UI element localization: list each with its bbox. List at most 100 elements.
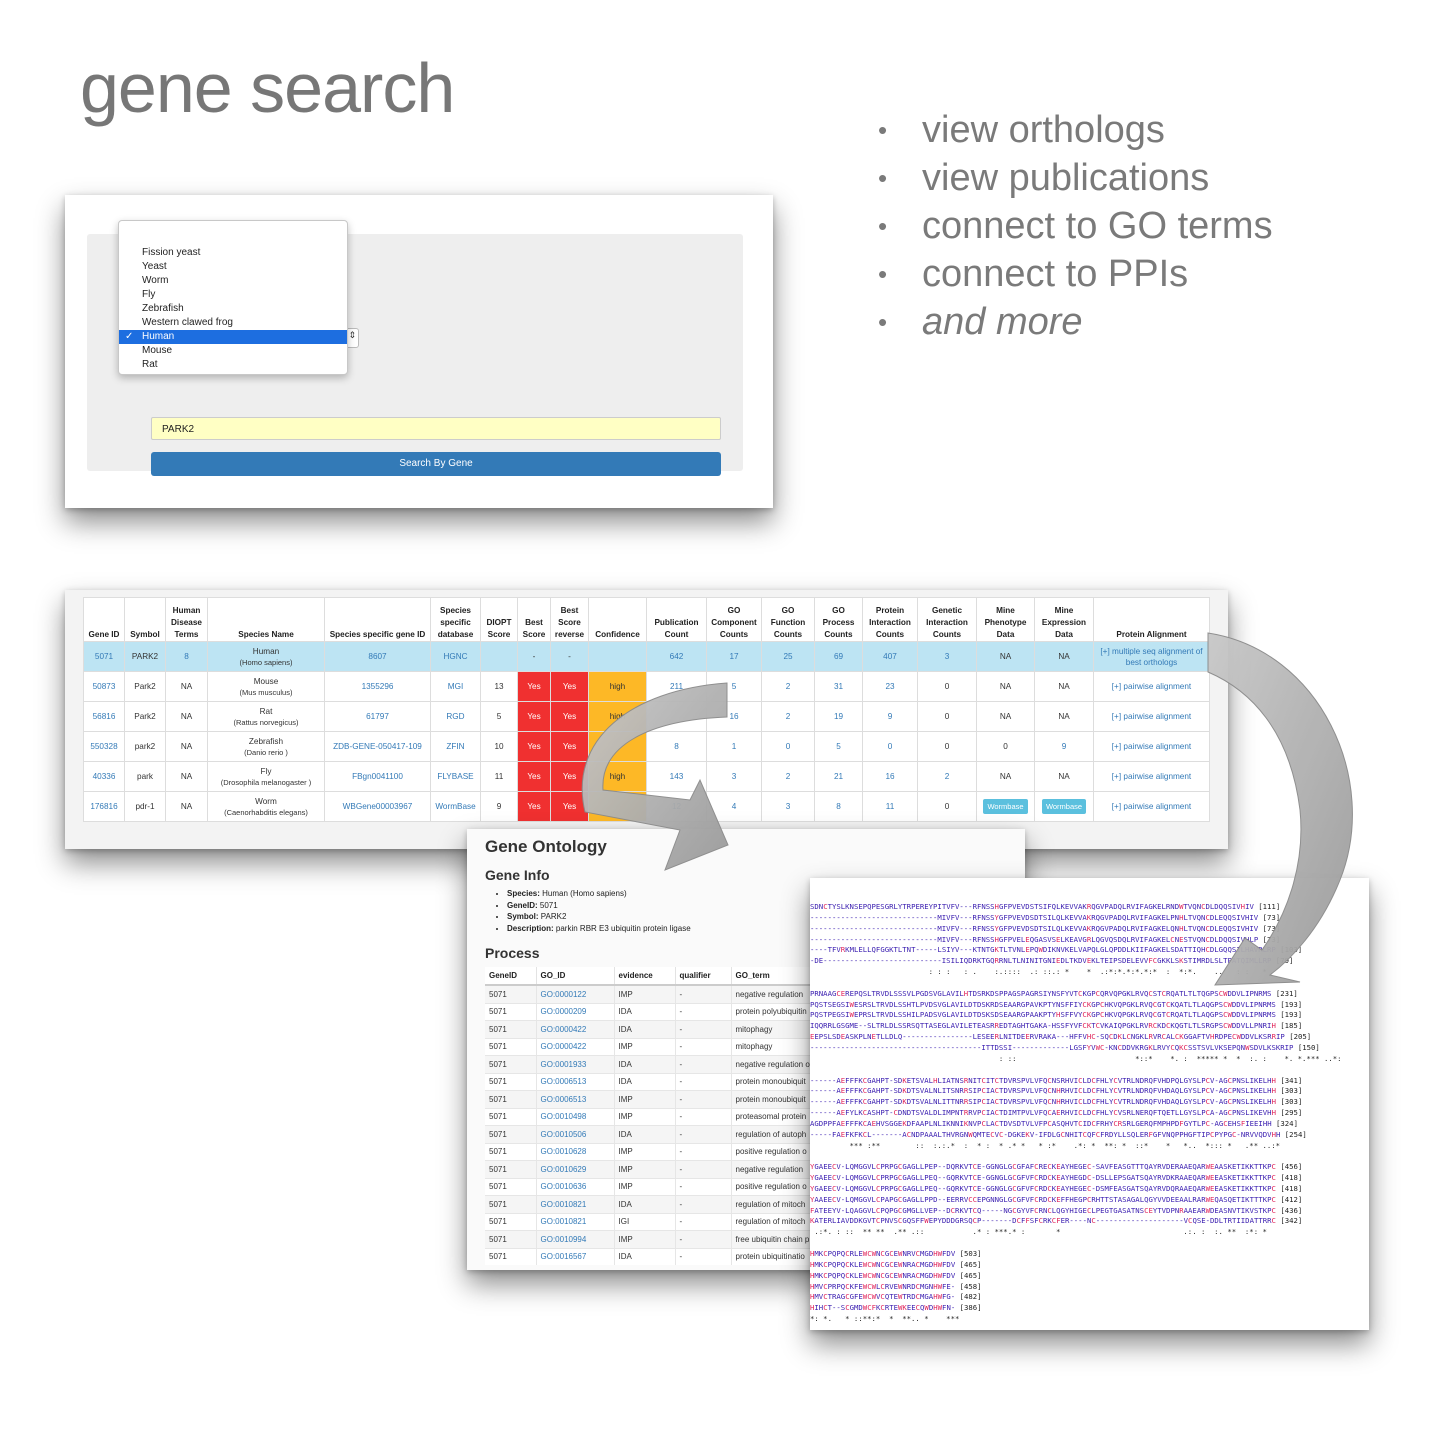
cell-go-func[interactable]: 25 <box>761 641 815 672</box>
go-cell[interactable]: GO:0010636 <box>536 1177 615 1196</box>
column-header[interactable]: GeneID <box>485 967 537 986</box>
column-header[interactable]: qualifier <box>675 967 732 986</box>
cell-gene-id[interactable]: 5071 <box>83 641 125 672</box>
wormbase-button[interactable]: Wormbase <box>983 799 1028 814</box>
cell-ppi[interactable]: 23 <box>862 671 918 702</box>
cell-db[interactable]: HGNC <box>430 641 481 672</box>
species-option[interactable]: Western clawed frog <box>142 317 233 328</box>
column-header[interactable]: Gene ID <box>83 597 125 642</box>
column-header[interactable]: GO_ID <box>536 967 615 986</box>
column-header[interactable]: Genetic Interaction Counts <box>917 597 977 642</box>
cell-go-comp[interactable]: 5 <box>706 671 762 702</box>
cell-go-proc[interactable]: 31 <box>814 671 863 702</box>
cell-pubs[interactable]: 12 <box>646 791 707 822</box>
cell-db[interactable]: MGI <box>430 671 481 702</box>
species-option[interactable]: ✓Human <box>119 330 347 344</box>
cell-gi[interactable]: 2 <box>917 761 977 792</box>
cell-pubs[interactable]: 143 <box>646 761 707 792</box>
column-header[interactable]: Publication Count <box>646 597 707 642</box>
species-option[interactable]: Fly <box>142 289 156 300</box>
cell-pubs[interactable]: 642 <box>646 641 707 672</box>
go-cell[interactable]: GO:0006513 <box>536 1090 615 1108</box>
wormbase-button[interactable]: Wormbase <box>1041 799 1087 814</box>
column-header[interactable]: Symbol <box>124 597 166 642</box>
cell-go-comp[interactable]: 4 <box>706 791 762 822</box>
cell-go-func[interactable]: 2 <box>761 701 815 732</box>
go-cell[interactable]: GO:0010994 <box>536 1230 615 1248</box>
cell-sp-gene-id[interactable]: 61797 <box>324 701 431 732</box>
cell-sp-gene-id[interactable]: 8607 <box>324 641 431 672</box>
column-header[interactable]: Species specific gene ID <box>324 597 431 642</box>
column-header[interactable]: Mine Expression Data <box>1034 597 1094 642</box>
column-header[interactable]: Species Name <box>207 597 325 642</box>
cell-go-proc[interactable]: 19 <box>814 701 863 732</box>
cell-go-comp[interactable]: 3 <box>706 761 762 792</box>
cell-go-proc[interactable]: 69 <box>814 641 863 672</box>
cell-db[interactable]: WormBase <box>430 791 481 822</box>
column-header[interactable]: Mine Phenotype Data <box>976 597 1035 642</box>
column-header[interactable]: Best Score reverse <box>550 597 589 642</box>
species-option[interactable]: Mouse <box>142 345 173 356</box>
cell-go-comp[interactable]: 17 <box>706 641 762 672</box>
cell-go-func[interactable]: 2 <box>761 761 815 792</box>
go-cell[interactable]: GO:0006513 <box>536 1072 615 1091</box>
cell-gene-id[interactable]: 176816 <box>83 791 125 822</box>
cell-sp-gene-id[interactable]: FBgn0041100 <box>324 761 431 792</box>
go-cell[interactable]: GO:0016567 <box>536 1247 615 1265</box>
gene-symbol-input[interactable]: PARK2 <box>151 417 721 440</box>
go-cell[interactable]: GO:0000209 <box>536 1002 615 1021</box>
cell-gi[interactable]: 3 <box>917 641 977 672</box>
cell-ppi[interactable]: 16 <box>862 761 918 792</box>
cell-align[interactable]: [+] pairwise alignment <box>1093 671 1210 702</box>
cell-sp-gene-id[interactable]: 1355296 <box>324 671 431 702</box>
go-cell[interactable]: GO:0010821 <box>536 1195 615 1213</box>
column-header[interactable]: GO Process Counts <box>814 597 863 642</box>
cell-go-proc[interactable]: 21 <box>814 761 863 792</box>
cell-ppi[interactable]: 9 <box>862 701 918 732</box>
cell-gene-id[interactable]: 56816 <box>83 701 125 732</box>
cell-expr[interactable]: 9 <box>1034 731 1094 762</box>
column-header[interactable]: Protein Alignment <box>1093 597 1210 642</box>
cell-go-func[interactable]: 0 <box>761 731 815 762</box>
column-header[interactable]: GO Function Counts <box>761 597 815 642</box>
species-option[interactable]: Yeast <box>142 261 167 272</box>
cell-sp-gene-id[interactable]: WBGene00003967 <box>324 791 431 822</box>
cell-align[interactable]: [+] pairwise alignment <box>1093 761 1210 792</box>
cell-align[interactable]: [+] pairwise alignment <box>1093 701 1210 732</box>
cell-db[interactable]: RGD <box>430 701 481 732</box>
cell-align[interactable]: [+] multiple seq alignment of best ortho… <box>1093 641 1210 672</box>
cell-disease[interactable]: 8 <box>165 641 208 672</box>
cell-db[interactable]: ZFIN <box>430 731 481 762</box>
cell-go-comp[interactable]: 16 <box>706 701 762 732</box>
go-cell[interactable]: GO:0010498 <box>536 1107 615 1126</box>
species-option[interactable]: Zebrafish <box>142 303 184 314</box>
go-cell[interactable]: GO:0010821 <box>536 1212 615 1231</box>
cell-go-proc[interactable]: 8 <box>814 791 863 822</box>
go-cell[interactable]: GO:0010506 <box>536 1125 615 1143</box>
cell-sp-gene-id[interactable]: ZDB-GENE-050417-109 <box>324 731 431 762</box>
cell-db[interactable]: FLYBASE <box>430 761 481 792</box>
species-option[interactable]: Worm <box>142 275 169 286</box>
go-cell[interactable]: GO:0000122 <box>536 984 615 1003</box>
column-header[interactable]: Best Score <box>517 597 551 642</box>
species-option[interactable]: Fission yeast <box>142 247 201 258</box>
cell-ppi[interactable]: 407 <box>862 641 918 672</box>
cell-go-func[interactable]: 3 <box>761 791 815 822</box>
cell-go-func[interactable]: 2 <box>761 671 815 702</box>
species-option[interactable]: Rat <box>142 359 158 370</box>
go-cell[interactable]: GO:0010629 <box>536 1160 615 1178</box>
column-header[interactable]: evidence <box>614 967 676 986</box>
column-header[interactable]: Confidence <box>588 597 647 642</box>
cell-gene-id[interactable]: 50873 <box>83 671 125 702</box>
cell-ppi[interactable]: 0 <box>862 731 918 762</box>
cell-pubs[interactable] <box>646 701 707 732</box>
cell-gene-id[interactable]: 40336 <box>83 761 125 792</box>
cell-pubs[interactable]: 211 <box>646 671 707 702</box>
go-cell[interactable]: GO:0001933 <box>536 1055 615 1073</box>
cell-go-proc[interactable]: 5 <box>814 731 863 762</box>
cell-gene-id[interactable]: 550328 <box>83 731 125 762</box>
cell-align[interactable]: [+] pairwise alignment <box>1093 731 1210 762</box>
cell-go-comp[interactable]: 1 <box>706 731 762 762</box>
column-header[interactable]: Human Disease Terms <box>165 597 208 642</box>
go-cell[interactable]: GO:0010628 <box>536 1142 615 1161</box>
